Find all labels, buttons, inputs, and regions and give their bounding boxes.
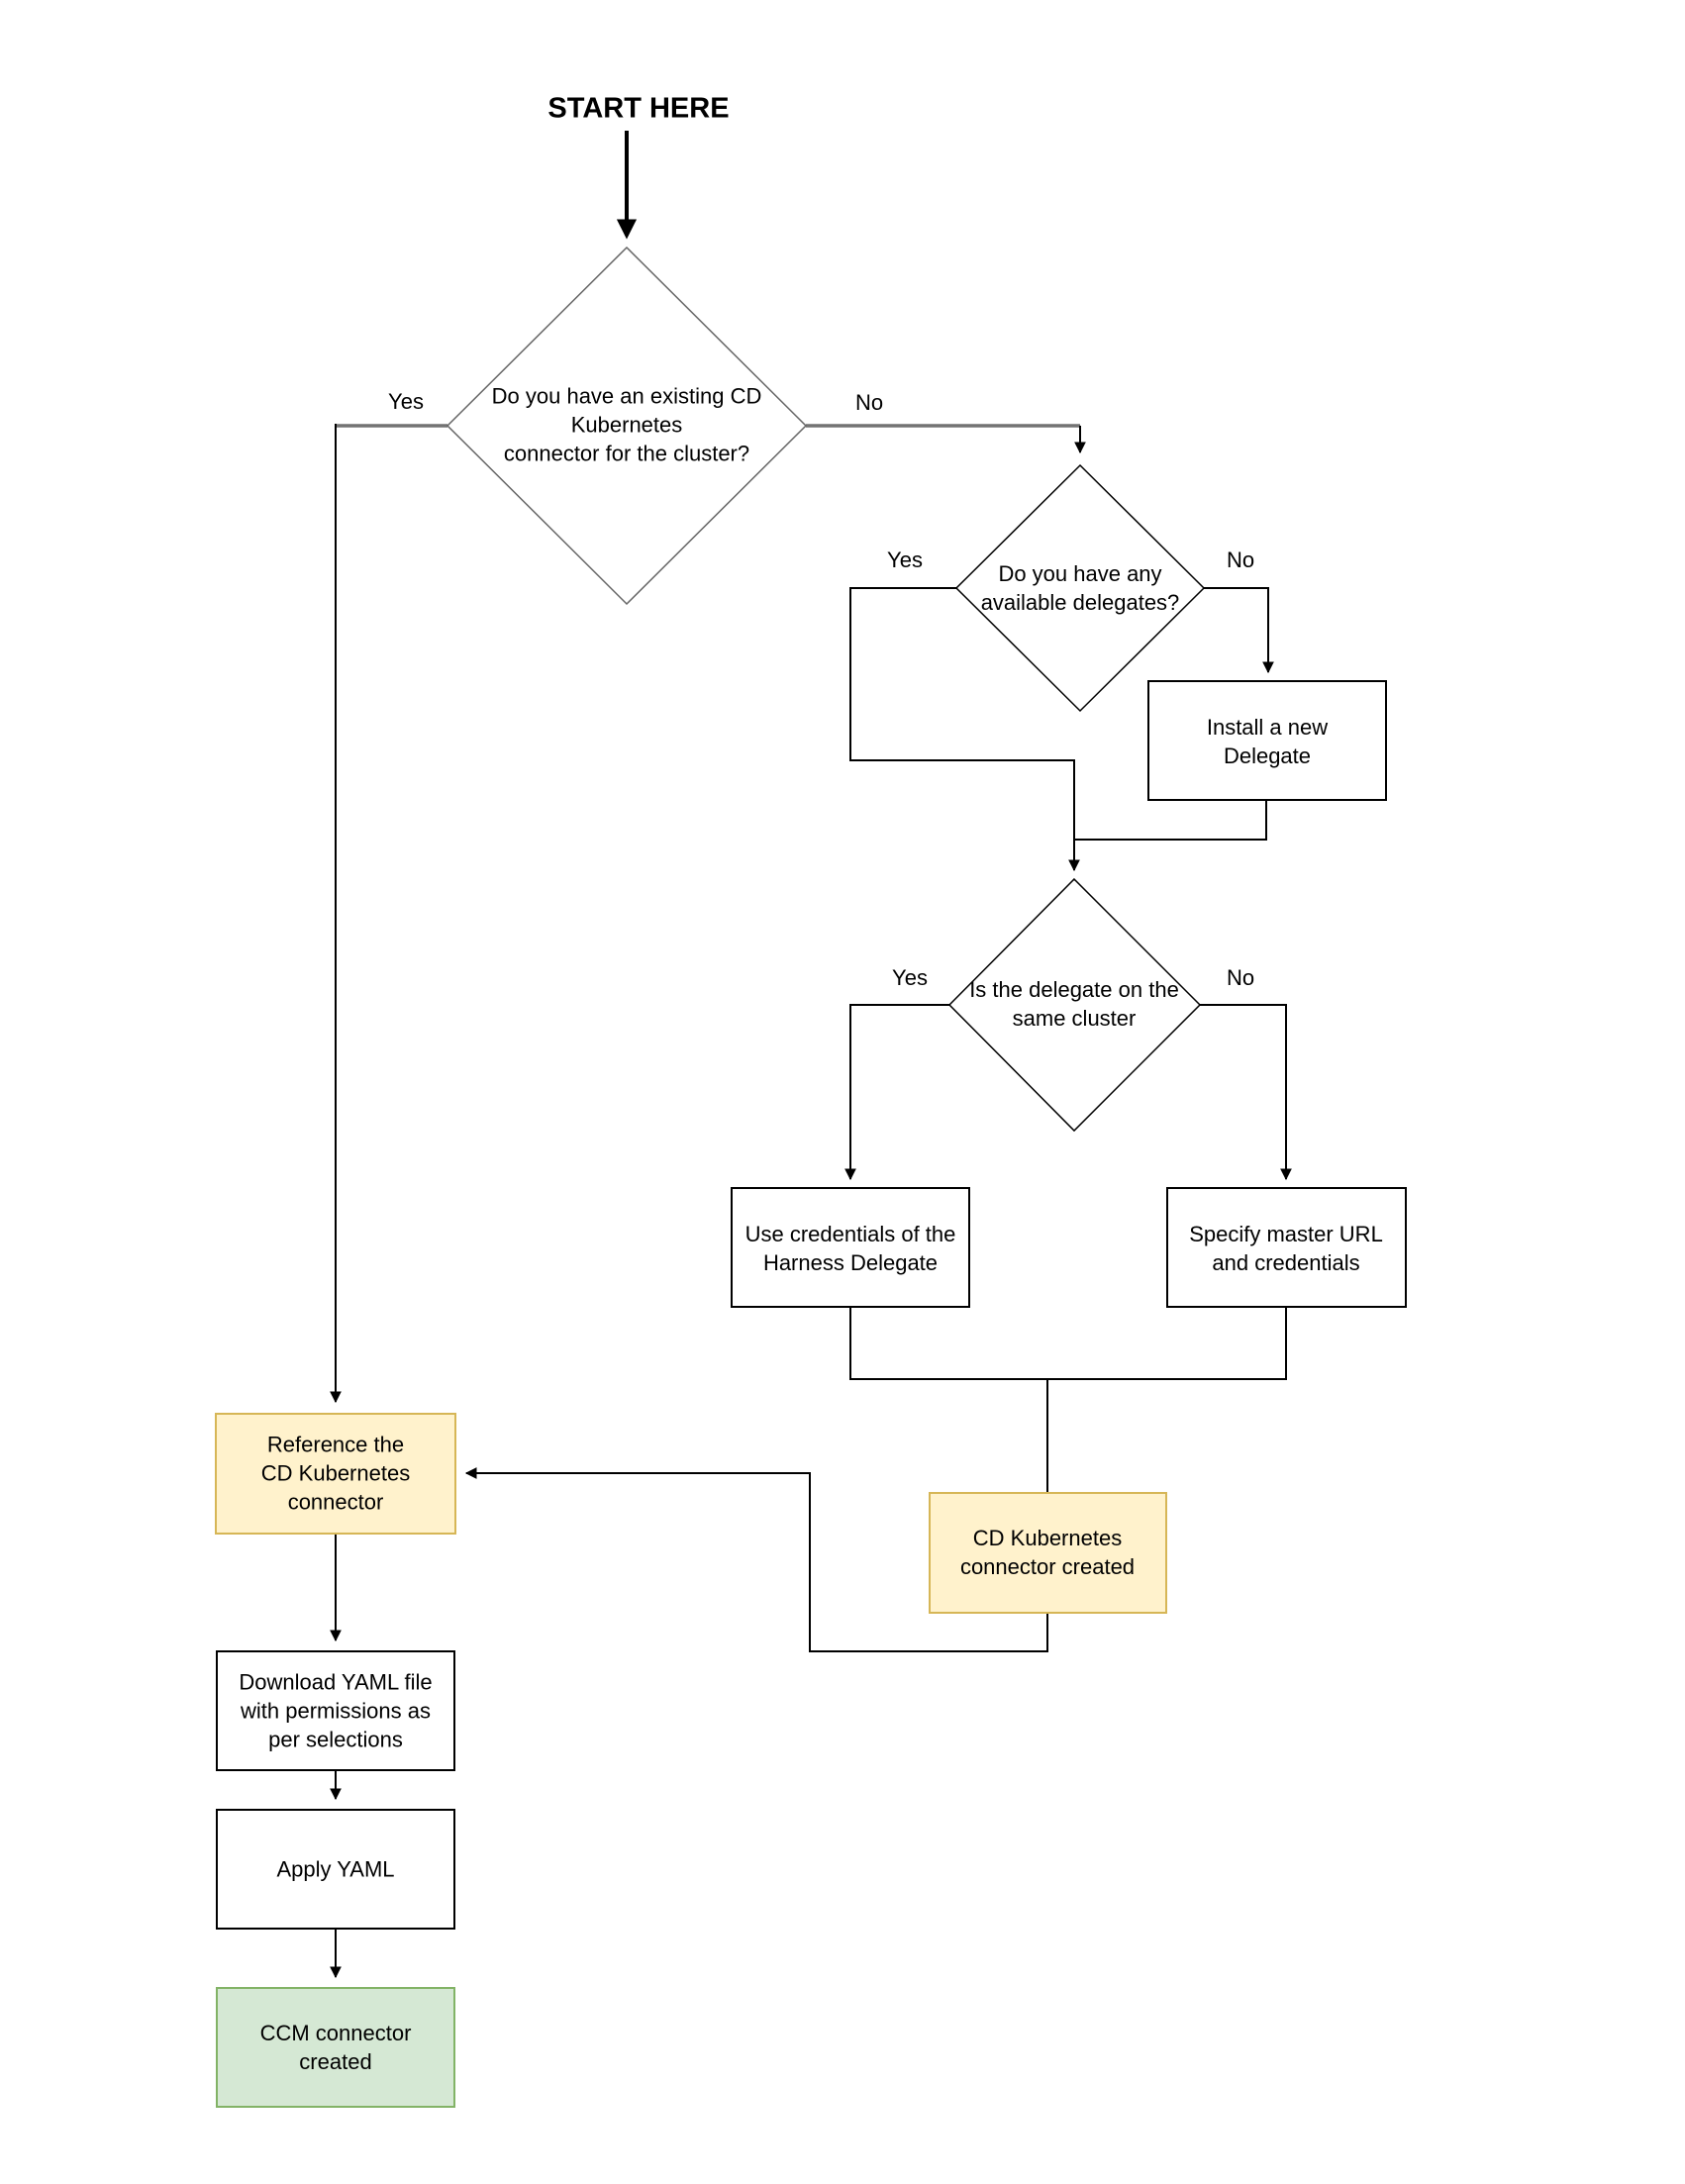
process-download-yaml-label: Download YAML file with permissions as p… bbox=[239, 1669, 433, 1752]
edge-label-decision1-no: No bbox=[854, 390, 884, 415]
process-use-credentials-shape bbox=[731, 1187, 970, 1308]
decision-delegate-same-cluster-label: Is the delegate on the same cluster bbox=[969, 977, 1179, 1031]
edge-label-decision3-no: No bbox=[1226, 965, 1255, 990]
edge-specify-master-to-cd-created bbox=[1048, 1307, 1287, 1380]
process-specify-master-shape bbox=[1166, 1187, 1407, 1308]
process-install-delegate-shape bbox=[1147, 680, 1387, 801]
decision-existing-connector-label: Do you have an existing CD Kubernetes co… bbox=[491, 383, 762, 466]
edge-decision3-no-to-specify-master bbox=[1200, 1004, 1292, 1181]
process-specify-master-label: Specify master URL and credentials bbox=[1189, 1222, 1383, 1275]
result-cd-connector-created-shape bbox=[929, 1492, 1167, 1614]
edge-label-decision3-yes: Yes bbox=[892, 965, 928, 990]
start-here-title: START HERE bbox=[547, 92, 730, 125]
process-use-credentials-label: Use credentials of the Harness Delegate bbox=[744, 1222, 956, 1275]
edge-use-credentials-to-cd-created bbox=[849, 1307, 1048, 1492]
result-ccm-connector-created-label: CCM connector created bbox=[259, 2021, 412, 2074]
edge-label-decision2-no: No bbox=[1226, 547, 1255, 572]
edge-decision3-yes-to-use-credentials bbox=[844, 1004, 949, 1181]
decision-available-delegates-shape bbox=[954, 463, 1206, 713]
decision-available-delegates-label: Do you have any available delegates? bbox=[980, 561, 1180, 615]
edge-install-to-decision3 bbox=[1075, 800, 1267, 841]
process-apply-yaml-label: Apply YAML bbox=[276, 1856, 395, 1882]
result-reference-connector-label: Reference the CD Kubernetes connector bbox=[260, 1432, 411, 1515]
edge-label-decision2-yes: Yes bbox=[887, 547, 923, 572]
process-install-delegate-label: Install a new Delegate bbox=[1206, 715, 1329, 768]
result-reference-connector-shape bbox=[215, 1413, 456, 1535]
decision-existing-connector-shape bbox=[446, 246, 808, 606]
edge-decision2-no-to-install bbox=[1204, 587, 1274, 674]
result-cd-connector-created-label: CD Kubernetes connector created bbox=[959, 1526, 1136, 1579]
result-ccm-connector-created-shape bbox=[216, 1987, 455, 2108]
edge-decision2-yes-to-decision3 bbox=[849, 587, 1080, 872]
edge-cd-created-to-reference bbox=[464, 1467, 1048, 1652]
process-apply-yaml-shape bbox=[216, 1809, 455, 1930]
process-download-yaml-shape bbox=[216, 1650, 455, 1771]
decision-delegate-same-cluster-shape bbox=[947, 877, 1202, 1133]
edge-label-decision1-yes: Yes bbox=[388, 389, 424, 414]
